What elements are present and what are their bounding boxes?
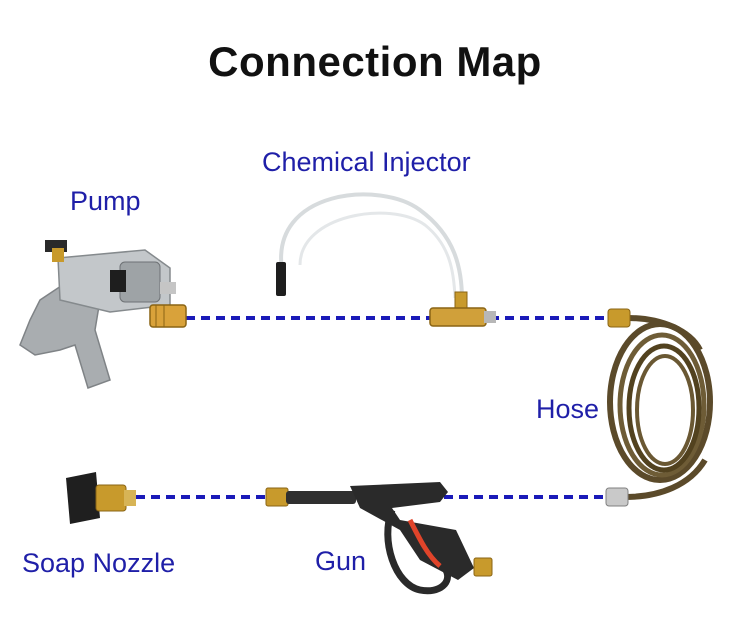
diagram-title: Connection Map xyxy=(208,38,542,85)
gun-label: Gun xyxy=(315,546,367,576)
gun-image xyxy=(265,482,493,595)
soap-nozzle-label: Soap Nozzle xyxy=(22,548,176,578)
pump-label: Pump xyxy=(70,186,141,216)
hose-label: Hose xyxy=(536,394,600,424)
chemical-injector-label: Chemical Injector xyxy=(262,147,471,177)
soap-nozzle-image xyxy=(66,472,136,524)
connection-lines xyxy=(136,316,612,499)
chemical-injector-image xyxy=(276,192,496,327)
hose-image xyxy=(605,308,713,507)
pump-image xyxy=(19,240,187,389)
